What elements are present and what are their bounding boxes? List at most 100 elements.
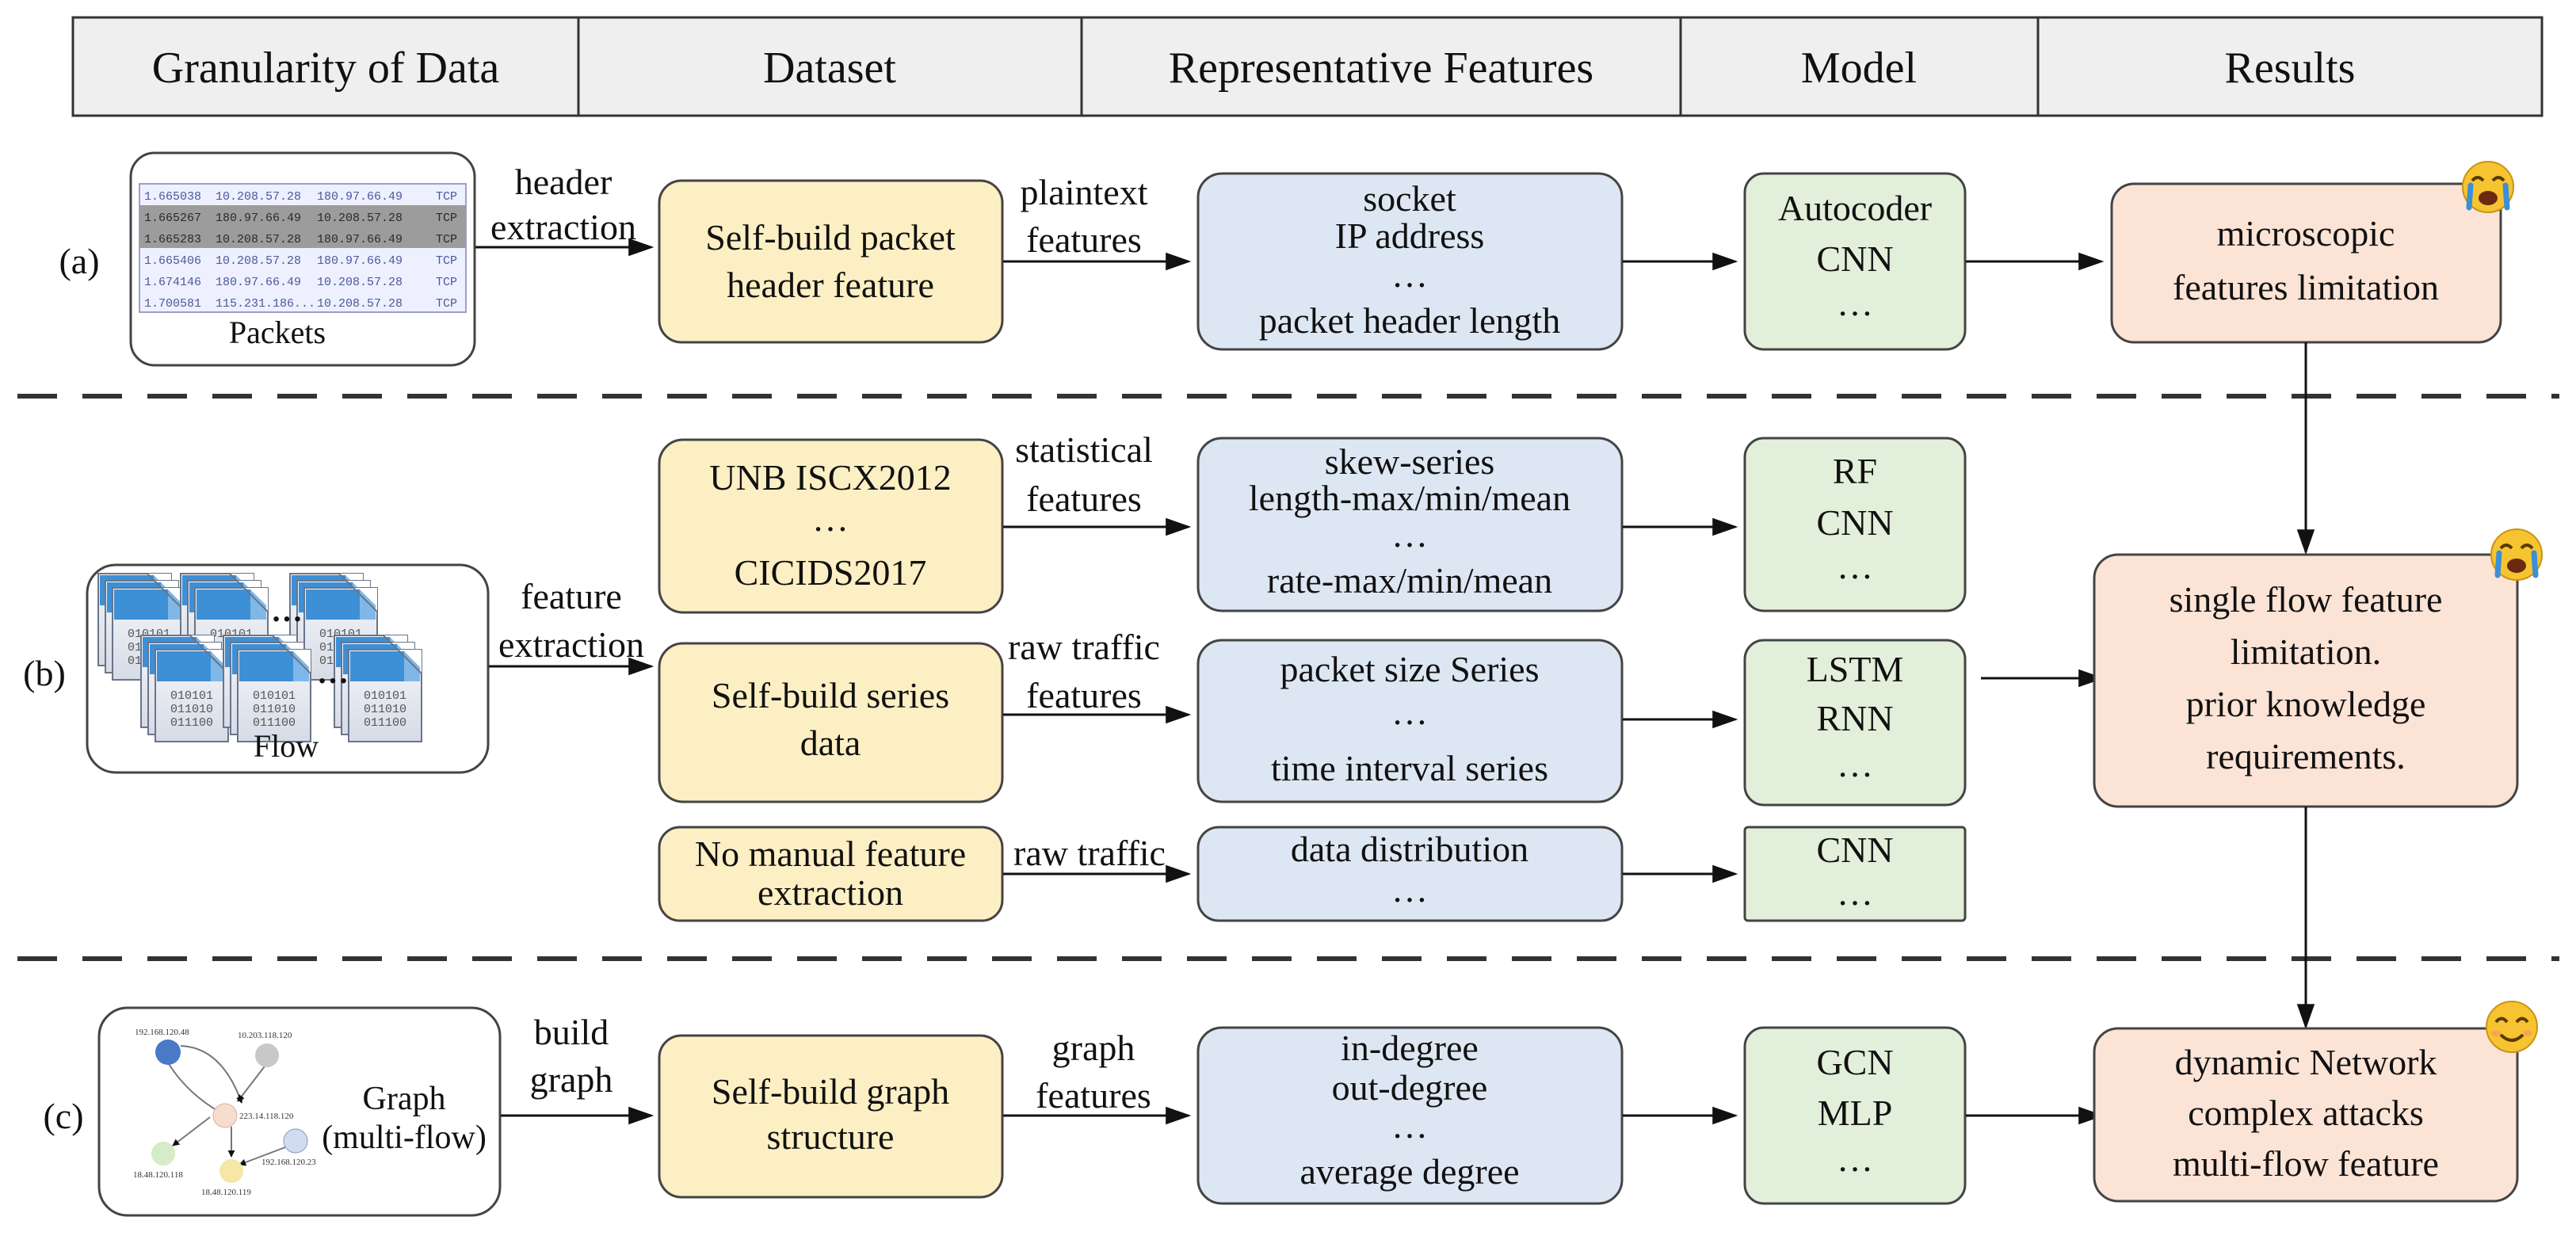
file-binary-text: 011100: [170, 716, 213, 730]
file-binary-text: 010101: [253, 689, 296, 703]
result-box-c: [2093, 1027, 2519, 1203]
features-b3-1: data distribution: [1291, 829, 1528, 869]
model-b3-1: CNN: [1816, 830, 1893, 870]
packet-line-cell: 1.700581: [144, 297, 201, 311]
crying-face-icon: [2462, 161, 2514, 213]
features-c-2: out-degree: [1332, 1067, 1488, 1108]
features-b2-3: time interval series: [1271, 748, 1548, 788]
result-a-2: features limitation: [2173, 267, 2439, 307]
arrow-b-sub1-line1: statistical: [1015, 429, 1153, 470]
graph-node-label: 10.203.118.120: [238, 1031, 292, 1040]
arrow-b-sub2-line2: features: [1026, 675, 1142, 715]
header-row: Granularity of Data Dataset Representati…: [71, 16, 2544, 117]
file-binary-text: 011100: [253, 716, 296, 730]
file-binary-text: 011010: [364, 703, 406, 716]
packet-line-cell: 1.665038: [144, 190, 201, 204]
graph-node-label: 192.168.120.23: [261, 1158, 316, 1167]
result-c-2: complex attacks: [2188, 1093, 2424, 1133]
result-a-1: microscopic: [2217, 213, 2395, 254]
model-a-2: CNN: [1816, 238, 1893, 279]
arrow-c1-line1: build: [534, 1012, 609, 1052]
graph-node-label: 192.168.120.48: [135, 1028, 189, 1037]
features-b1-4: rate-max/min/mean: [1267, 560, 1552, 601]
arrow-a1-line2: extraction: [490, 207, 636, 247]
model-b2-2: RNN: [1816, 698, 1893, 738]
dataset-c-1: Self-build graph: [712, 1071, 949, 1112]
dataset-box-b1: [658, 438, 1004, 614]
model-b3-2: …: [1837, 872, 1873, 913]
flow-caption: Flow: [254, 728, 319, 764]
graph-panel: 192.168.120.48 10.203.118.120 223.14.118…: [97, 1006, 502, 1217]
file-binary-text: 011010: [170, 703, 213, 716]
packet-line-cell: 10.208.57.28: [216, 233, 301, 246]
arrow-b-sub1-line2: features: [1026, 479, 1142, 519]
graph-edge: [237, 1062, 268, 1102]
arrow-a1-line1: header: [515, 162, 613, 202]
dataset-b3-2: extraction: [758, 872, 903, 913]
packet-line-cell: 115.231.186...: [216, 297, 315, 311]
graph-caption-2: (multi-flow): [322, 1120, 487, 1156]
features-box-b2: [1196, 639, 1624, 803]
packet-line-cell: 10.208.57.28: [216, 254, 301, 268]
graph-node-label: 18.48.120.118: [133, 1170, 183, 1180]
packet-line-cell: TCP: [436, 190, 457, 204]
row-b-label: (b): [23, 653, 66, 693]
graph-edge: [172, 1116, 211, 1146]
packet-line-cell: 1.665406: [144, 254, 201, 268]
features-a-3: …: [1391, 254, 1428, 295]
flow-panel: 0101010110100111000101010110100111000101…: [86, 563, 490, 774]
file-binary-text: 010101: [364, 689, 406, 703]
arrow-b1-line1: feature: [521, 576, 622, 616]
features-b2-1: packet size Series: [1280, 649, 1540, 689]
dataset-b1-3: CICIDS2017: [735, 552, 927, 593]
model-b1-2: CNN: [1816, 502, 1893, 543]
result-c-1: dynamic Network: [2175, 1042, 2437, 1082]
features-a-2: IP address: [1335, 216, 1485, 256]
header-col-dataset: Dataset: [763, 44, 896, 93]
row-c: (c) 192.168.120.48 10.203.118.120 223.14…: [43, 1001, 2538, 1217]
features-box-a: [1196, 172, 1624, 351]
graph-node: [212, 1103, 238, 1128]
features-b1-1: skew-series: [1325, 441, 1495, 482]
dataset-box-c: [658, 1034, 1004, 1199]
flow-ellipsis: …: [317, 654, 349, 690]
features-b2-2: …: [1391, 692, 1428, 732]
model-box-c: [1743, 1026, 1967, 1205]
features-box-c: [1196, 1026, 1624, 1205]
graph-node: [151, 1142, 175, 1165]
model-box-a: [1743, 172, 1967, 351]
features-b1-3: …: [1391, 514, 1428, 555]
model-c-1: GCN: [1816, 1042, 1893, 1082]
dataset-b2-2: data: [800, 723, 861, 763]
packet-line-cell: TCP: [436, 212, 457, 225]
arrow-b1-line2: extraction: [498, 624, 644, 665]
graph-edge: [180, 1045, 243, 1104]
packet-line-cell: TCP: [436, 276, 457, 289]
packet-line-cell: 180.97.66.49: [216, 276, 301, 289]
header-col-granularity: Granularity of Data: [152, 44, 500, 93]
packet-line-cell: 10.208.57.28: [317, 212, 403, 225]
row-b: (b) 010101011010011100010101011010011100…: [23, 429, 2543, 922]
graph-node-label: 223.14.118.120: [239, 1112, 294, 1121]
result-b-3: prior knowledge: [2186, 684, 2426, 724]
graph-caption-1: Graph: [363, 1081, 446, 1117]
graph-edge: [239, 1146, 286, 1166]
arrow-a2-line1: plaintext: [1021, 172, 1148, 212]
dataset-b1-2: …: [812, 498, 849, 539]
features-a-4: packet header length: [1259, 300, 1561, 341]
model-box-b3: [1743, 826, 1967, 922]
packet-line-cell: 10.208.57.28: [317, 297, 403, 311]
packet-line-cell: 1.665267: [144, 212, 201, 225]
header-col-results: Results: [2225, 44, 2356, 93]
packet-line-cell: 180.97.66.49: [317, 190, 403, 204]
row-a-label: (a): [59, 241, 99, 281]
header-background: [71, 16, 2544, 117]
model-c-3: …: [1837, 1139, 1873, 1179]
packet-line-cell: 10.208.57.28: [317, 276, 403, 289]
model-b2-3: …: [1837, 744, 1873, 784]
row-c-label: (c): [43, 1096, 83, 1136]
header-col-features: Representative Features: [1169, 44, 1593, 93]
dataset-a-line1: Self-build packet: [705, 217, 956, 258]
